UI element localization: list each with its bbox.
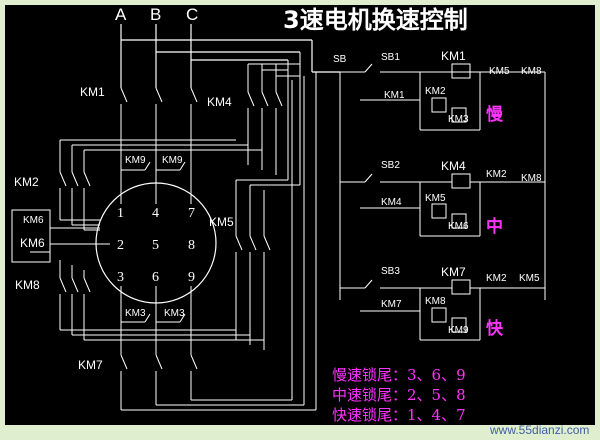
km5-contacts (235, 52, 301, 350)
km5-coil-label: KM5 (425, 193, 446, 204)
mid-rung (340, 173, 545, 237)
km6-label-bottom: KM6 (20, 236, 45, 250)
km1-contacts (120, 87, 198, 150)
terminal-6: 6 (152, 270, 159, 285)
slow-rung (360, 63, 545, 131)
legend-mid: 中速锁尾：2、5、8 (332, 386, 466, 404)
terminal-9: 9 (188, 270, 195, 285)
km3-label-right: KM3 (164, 308, 185, 319)
km8-contacts (59, 260, 264, 341)
terminal-8: 8 (188, 238, 195, 253)
km7-contacts (120, 72, 317, 411)
km6-coil-label: KM6 (448, 221, 469, 232)
control-rails (339, 63, 546, 300)
terminal-4: 4 (152, 206, 159, 221)
sb1-label: SB1 (381, 52, 400, 63)
km6-label-top: KM6 (23, 215, 44, 226)
km8-interlock-label-mid: KM8 (521, 173, 542, 184)
km2-coil-label: KM2 (425, 86, 446, 97)
terminal-5: 5 (152, 238, 159, 253)
speed-slow-label: 慢 (486, 104, 504, 125)
km6-box (11, 209, 110, 263)
km4-coil-label: KM4 (441, 159, 466, 173)
km2-contacts (59, 139, 262, 231)
km1-coil-label: KM1 (441, 49, 466, 63)
km3-coil-label: KM3 (448, 114, 469, 125)
km1-hold-label: KM1 (384, 90, 405, 101)
sb2-label: SB2 (381, 160, 400, 171)
km4-hold-label: KM4 (381, 197, 402, 208)
km2-interlock-label-fast: KM2 (486, 273, 507, 284)
km7-label: KM7 (78, 358, 103, 372)
km5-label: KM5 (209, 215, 234, 229)
km9-label-left: KM9 (125, 155, 146, 166)
km3-star-contacts (120, 286, 192, 330)
terminal-2: 2 (117, 238, 124, 253)
legend-fast: 快速锁尾：1、4、7 (332, 406, 466, 424)
speed-fast-label: 快 (486, 318, 504, 339)
fast-rung (340, 279, 545, 341)
km3-label-left: KM3 (125, 308, 146, 319)
legend-slow: 慢速锁尾：3、6、9 (332, 366, 466, 384)
km7-coil-label: KM7 (441, 265, 466, 279)
km2-interlock-label-mid: KM2 (486, 169, 507, 180)
km4-contacts (247, 63, 300, 175)
phase-c-label: C (186, 5, 198, 24)
terminal-3: 3 (117, 270, 124, 285)
watermark: www.55dianzi.com (489, 423, 589, 437)
km8-coil-label: KM8 (425, 296, 446, 307)
diagram-title: 3速电机换速控制 (283, 6, 468, 34)
sb3-label: SB3 (381, 266, 400, 277)
phase-a-label: A (115, 5, 127, 24)
main-power-lines (120, 24, 340, 88)
km4-label: KM4 (207, 95, 232, 109)
km9-coil-label: KM9 (448, 325, 469, 336)
km7-hold-label: KM7 (381, 299, 402, 310)
km2-label: KM2 (14, 175, 39, 189)
sb-label: SB (333, 54, 347, 65)
km9-label-right: KM9 (162, 155, 183, 166)
km5-interlock-label-fast: KM5 (519, 273, 540, 284)
km9-star-contacts (120, 150, 192, 204)
terminal-7: 7 (188, 206, 195, 221)
phase-b-label: B (150, 5, 161, 24)
km8-label: KM8 (15, 278, 40, 292)
speed-mid-label: 中 (486, 216, 503, 237)
km1-label: KM1 (80, 85, 105, 99)
terminal-1: 1 (117, 206, 124, 221)
